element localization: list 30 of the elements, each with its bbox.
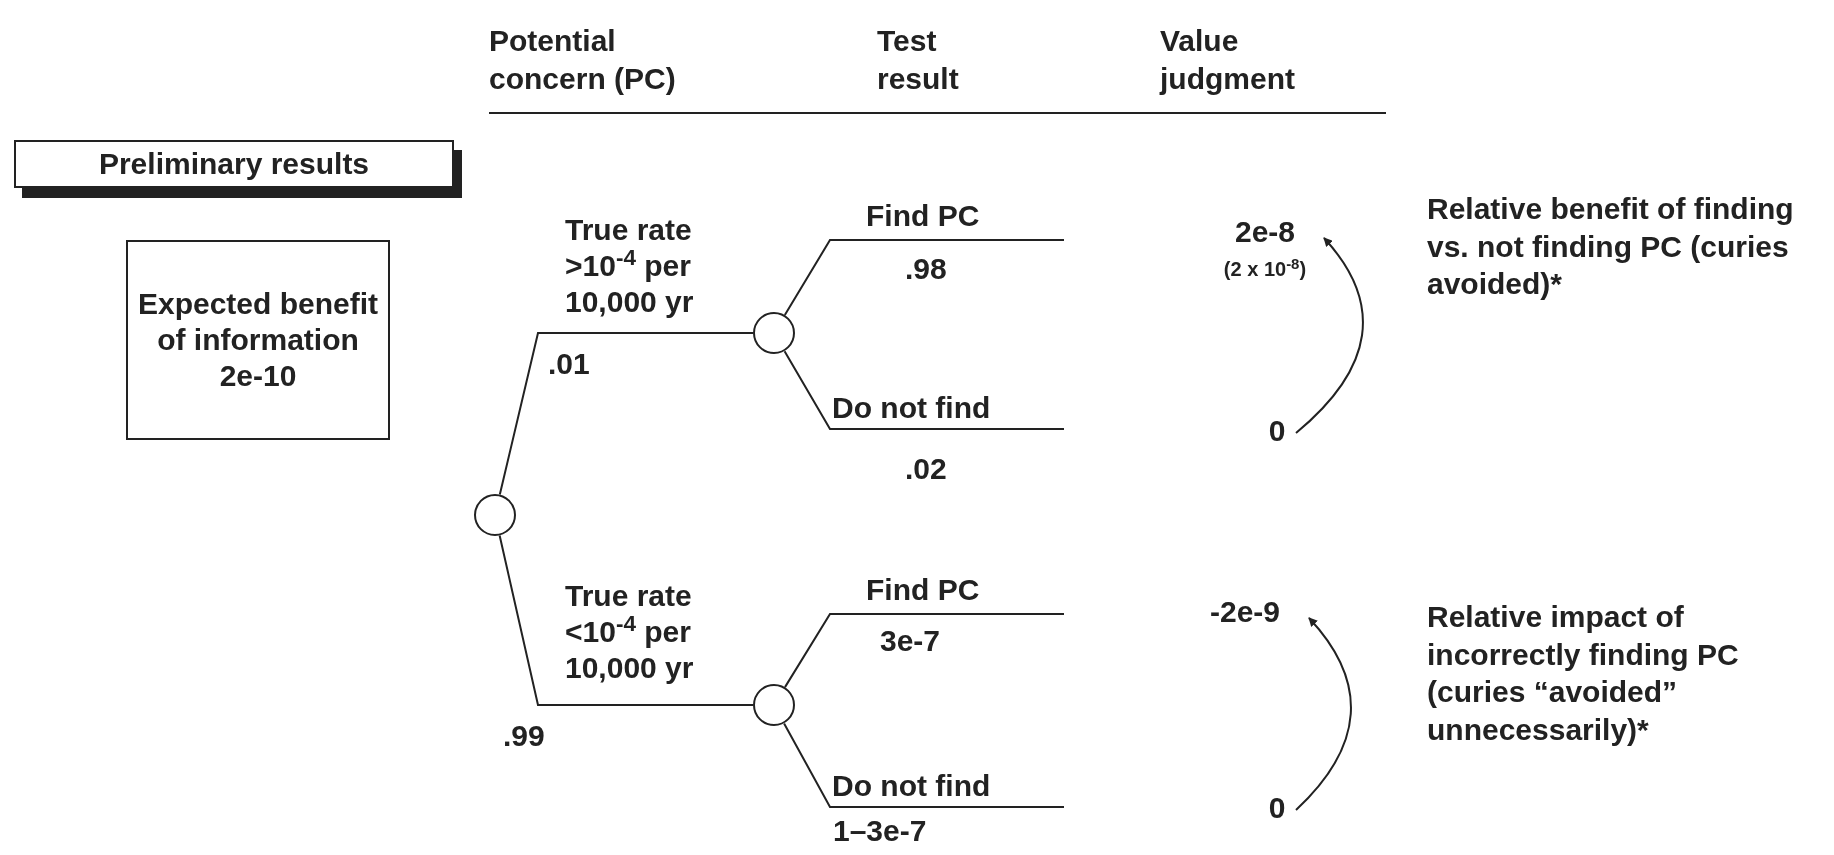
value-text: 0 — [1268, 413, 1286, 449]
value-note: (2 x 10$^{-8}$) — [1223, 254, 1307, 282]
edge-label: True rate >10$^{-4}$ per 10,000 yr — [565, 212, 695, 320]
tree-branch — [498, 534, 754, 706]
column-header: Value judgment — [1160, 23, 1296, 97]
result-box — [126, 240, 390, 440]
probability-label: .99 — [503, 718, 546, 754]
probability-label: .01 — [548, 346, 591, 382]
probability-label: .98 — [905, 251, 948, 287]
annotation-text: Relative benefit of finding vs. not finding PC (curies avoided)* — [1427, 191, 1795, 302]
curved-arrow — [1295, 617, 1352, 811]
tree-branch — [783, 350, 1065, 430]
edge-label: True rate <10$^{-4}$ per 10,000 yr — [565, 578, 695, 686]
value-text: -2e-9 — [1209, 594, 1280, 630]
tree-branch — [498, 332, 754, 496]
edge-label: Do not find — [832, 768, 992, 804]
value-text: 2e-8 — [1234, 214, 1295, 250]
column-header: Potential concern (PC) — [489, 23, 677, 97]
value-text: 0 — [1268, 790, 1286, 826]
probability-label: 1–3e-7 — [833, 813, 928, 849]
annotation-text: Relative impact of incorrectly finding PC (curies “avoided” unnecessarily)* — [1427, 599, 1740, 748]
edge-label: Do not find — [832, 390, 992, 426]
probability-label: 3e-7 — [880, 623, 942, 659]
probability-label: .02 — [905, 451, 948, 487]
edge-label: Find PC — [866, 572, 981, 608]
curved-arrow — [1295, 237, 1364, 434]
column-header: Test result — [877, 23, 960, 97]
edge-label: Find PC — [866, 198, 981, 234]
box-text: Expected benefit of information 2e-10 — [136, 286, 380, 394]
box-text: Preliminary results — [98, 146, 370, 182]
